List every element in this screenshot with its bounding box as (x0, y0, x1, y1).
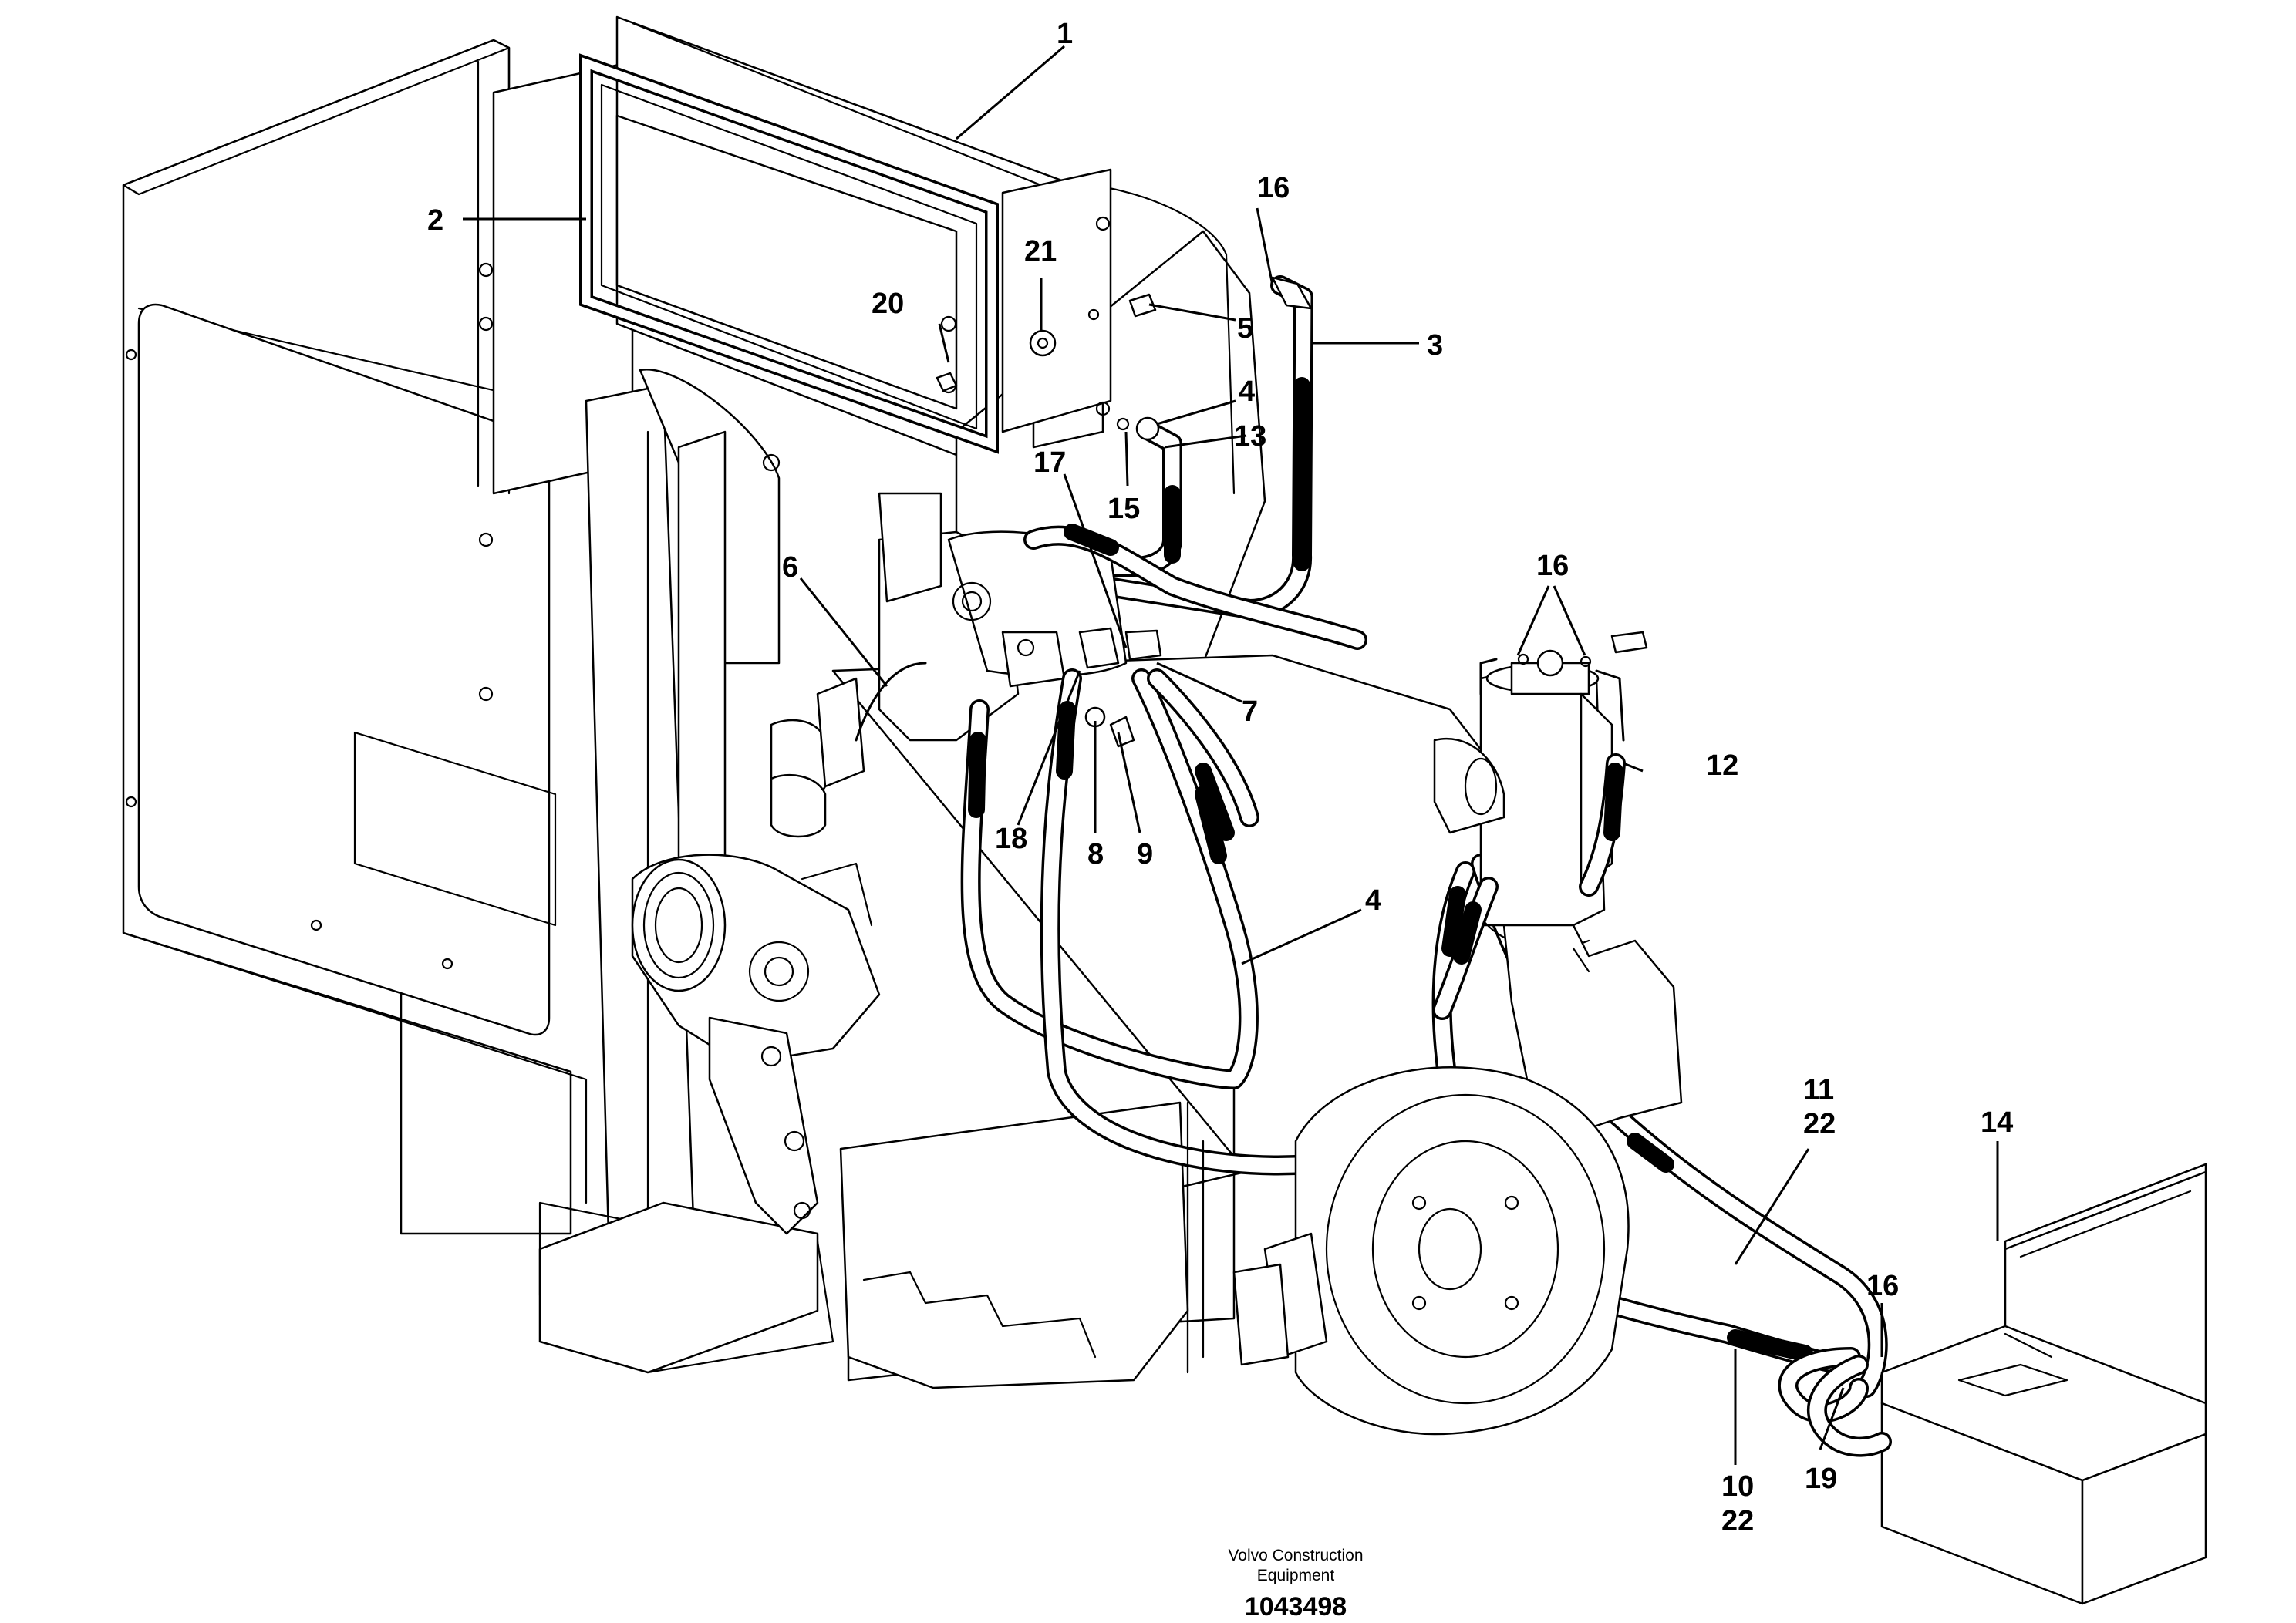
drawing-number: 1043498 (1245, 1592, 1347, 1621)
cab-frame (122, 39, 834, 1374)
hose-right-loop (1431, 861, 1475, 1105)
callout-8: 8 (1087, 838, 1104, 870)
callout-4-lower: 4 (1365, 884, 1381, 917)
footer-brand-line1: Volvo Construction (1228, 1547, 1363, 1564)
water-outlet (770, 662, 927, 838)
callout-22-upper: 22 (1803, 1108, 1836, 1140)
compressor-6 (878, 492, 1162, 742)
callout-10: 10 (1721, 1470, 1754, 1503)
fittings-5-20-21 (936, 293, 1157, 392)
footer-brand-line2: Equipment (1257, 1567, 1335, 1584)
hose-upper-to-compressor (1023, 524, 1367, 650)
engine-block (831, 654, 1544, 1389)
callout-1: 1 (1057, 18, 1073, 50)
callout-12: 12 (1706, 749, 1738, 782)
callout-14: 14 (1981, 1106, 2013, 1139)
air-intake (1433, 737, 1505, 834)
callout-4-upper: 4 (1239, 375, 1255, 408)
seal-gasket (579, 53, 999, 454)
callout-16-top: 16 (1257, 172, 1290, 204)
callout-20: 20 (872, 288, 904, 320)
callout-9: 9 (1137, 838, 1153, 870)
callout-6: 6 (782, 551, 798, 584)
callout-7: 7 (1242, 695, 1258, 728)
footer: Volvo Construction Equipment 1043498 (1228, 1547, 1363, 1621)
callout-17: 17 (1033, 446, 1066, 479)
callout-13: 13 (1234, 420, 1266, 453)
flywheel-housing (1186, 1066, 1630, 1436)
hose-loop-4 (960, 668, 1259, 1089)
callout-21: 21 (1024, 235, 1057, 268)
callout-16-box: 16 (1866, 1270, 1899, 1302)
callout-15: 15 (1108, 493, 1140, 525)
callout-16-drier: 16 (1536, 550, 1569, 582)
connector-19 (1778, 1347, 1892, 1457)
electrical-box-14 (1880, 1163, 2207, 1605)
alternator (631, 854, 881, 1235)
leader-lines (463, 45, 1999, 1465)
callout-18: 18 (995, 823, 1027, 855)
callout-5: 5 (1237, 312, 1253, 345)
bolt-8-9 (1084, 706, 1135, 748)
callout-3: 3 (1427, 329, 1443, 362)
callout-11: 11 (1803, 1074, 1834, 1106)
callout-19: 19 (1805, 1463, 1837, 1495)
callout-2: 2 (427, 204, 443, 237)
hose-drier-down (1432, 753, 1626, 1020)
callout-22-lower: 22 (1721, 1505, 1754, 1537)
hose-loop-7 (1147, 668, 1259, 841)
callout-labels: 1 2 3 4 4 5 6 7 8 9 10 22 11 22 12 13 14… (427, 18, 2013, 1537)
